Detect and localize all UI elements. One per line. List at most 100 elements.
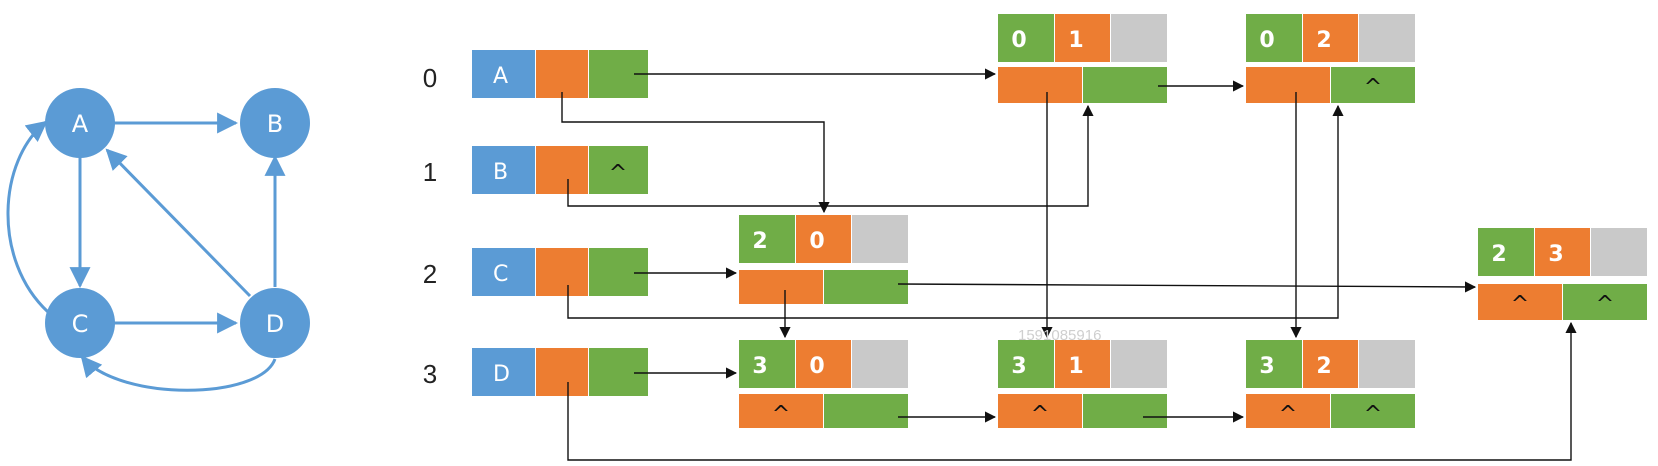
arc-3-2-hlink-cell [1246,394,1330,428]
arc-3-0-info-cell [852,340,908,388]
arc-2-0-hlink-cell [739,270,823,304]
node-d-circle [240,288,310,358]
head-a-data [472,50,535,98]
arc-3-1-tailvex-cell [998,340,1054,388]
arc-3-1-headvex: 1 [1068,354,1083,379]
node-c-circle [45,288,115,358]
head-node-a: A [472,50,648,98]
ptr-c-firstin [567,104,1344,319]
arc-2-3-headvex-cell [1535,228,1590,276]
watermark: 1591085916 [1018,327,1101,344]
head-node-b: B ^ [472,146,648,194]
directed-graph: A B C D [6,88,310,392]
edge-d-a [105,148,252,298]
arc-0-1-hlink-cell [998,67,1082,103]
arc-node-3-2: 3 2 ^ ^ [1246,340,1415,428]
node-d-label: D [266,310,284,338]
arc-2-3-tlink: ^ [1596,292,1614,317]
node-c-label: C [72,310,89,338]
arc-3-2-tlink-cell [1331,394,1415,428]
arc-2-0-tlink-cell [824,270,908,304]
node-b-label: B [267,110,283,138]
arc-0-2-headvex-cell [1303,14,1358,62]
arc-0-1-headvex-cell [1055,14,1110,62]
arc-3-0-headvex: 0 [809,354,824,379]
edge-d-c [80,355,277,392]
ptr-b-firstin [567,104,1094,207]
head-d-firstin [536,348,588,396]
arc-2-3-tailvex-cell [1478,228,1534,276]
row-index-1: 1 [423,157,437,187]
arc-node-2-0: 2 0 [739,215,908,304]
arc-node-3-0: 3 0 ^ [739,340,908,428]
arc-0-1-headvex: 1 [1068,28,1083,53]
head-c-firstin [536,248,588,296]
node-a: A [45,88,115,158]
arc-0-1-tailvex-cell [998,14,1054,62]
head-c-label: C [493,262,508,287]
arc-3-0-tlink-cell [824,394,908,428]
arc-3-1-info-cell [1111,340,1167,388]
arc-3-0-headvex-cell [796,340,851,388]
arc-3-1-headvex-cell [1055,340,1110,388]
arc-2-0-headvex: 0 [809,229,824,254]
arc-0-2-headvex: 2 [1316,28,1331,53]
arc-3-1-tailvex: 3 [1011,354,1026,379]
arc-3-2-hlink: ^ [1279,402,1297,427]
arc-2-0-tailvex: 2 [752,229,767,254]
head-a-firstin [536,50,588,98]
arc-3-0-tailvex: 3 [752,354,767,379]
head-b-firstout-text: ^ [609,161,627,186]
graph-edges [6,112,286,392]
arc-3-0-hlink: ^ [772,402,790,427]
arc-0-1-tlink-cell [1083,67,1167,103]
head-b-firstout [589,146,648,194]
node-a-circle [45,88,115,158]
arc-node-3-1: 3 1 ^ [998,340,1167,428]
arc-2-0-tailvex-cell [739,215,795,263]
ptr-d-firstin [567,321,1577,461]
arc-0-2-tailvex: 0 [1259,28,1274,53]
node-a-label: A [72,110,89,138]
arc-3-2-headvex-cell [1303,340,1358,388]
arc-3-2-tailvex-cell [1246,340,1302,388]
node-d: D [240,288,310,358]
arc-3-2-info-cell [1359,340,1415,388]
head-c-data [472,248,535,296]
arc-0-2-info-cell [1359,14,1415,62]
head-d-data [472,348,535,396]
node-b-circle [240,88,310,158]
row-indices: 0 1 2 3 [423,63,437,389]
arc-3-0-tailvex-cell [739,340,795,388]
arc-2-3-info-cell [1591,228,1647,276]
arc-nodes: 0 1 0 2 ^ 2 0 [739,14,1647,428]
arc-3-0-hlink-cell [739,394,823,428]
head-b-firstin [536,146,588,194]
arc-0-1-tailvex: 0 [1011,28,1026,53]
ptr-arc20-tlink [897,281,1477,293]
head-node-c: C [472,248,648,296]
head-node-d: D [472,348,648,396]
head-c-firstout [589,248,648,296]
arc-2-3-tailvex: 2 [1491,242,1506,267]
head-d-label: D [493,362,510,387]
pointer-arrows [561,68,1577,461]
row-index-3: 3 [423,359,437,389]
node-b: B [240,88,310,158]
edge-c-a [6,120,50,314]
arc-0-1-info-cell [1111,14,1167,62]
head-a-label: A [493,64,508,89]
arc-2-3-hlink-cell [1478,284,1562,320]
arc-node-0-1: 0 1 [998,14,1167,103]
ptr-a-firstin [561,92,830,214]
arc-3-2-tlink: ^ [1364,402,1382,427]
arc-2-3-headvex: 3 [1548,242,1563,267]
arc-0-2-tlink: ^ [1364,75,1382,100]
head-d-firstout [589,348,648,396]
row-index-2: 2 [423,259,437,289]
arc-0-2-hlink-cell [1246,67,1330,103]
arc-2-0-info-cell [852,215,908,263]
arc-3-2-headvex: 2 [1316,354,1331,379]
arc-0-2-tlink-cell [1331,67,1415,103]
